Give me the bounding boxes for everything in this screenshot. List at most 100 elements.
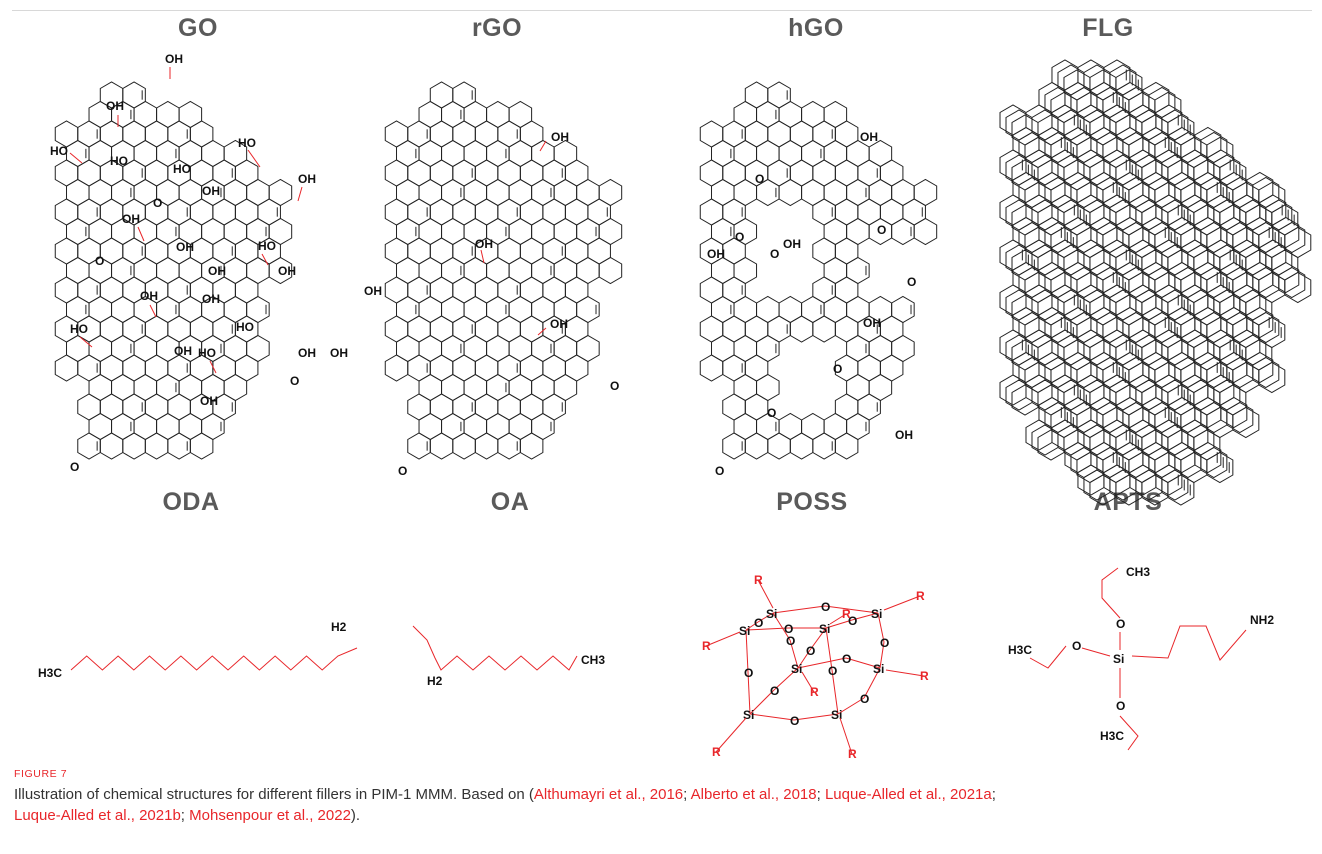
graphene-ring (1141, 339, 1169, 371)
graphene-ring (1180, 406, 1208, 439)
graphene-ring (246, 178, 270, 207)
graphene-ring (268, 256, 293, 285)
graphene-ring (1233, 194, 1261, 226)
graphene-ring (418, 256, 443, 285)
graphene-ring (1155, 419, 1183, 451)
graphene-ring (868, 373, 893, 402)
graphene-ring (497, 393, 521, 421)
graphene-ring (1206, 406, 1234, 439)
graphene-ring (1096, 221, 1124, 254)
citation-link[interactable]: Luque-Alled et al., 2021a (824, 786, 992, 803)
siloxane-bond (793, 713, 839, 721)
graphene-ring (1220, 396, 1248, 429)
graphene-ring (212, 198, 236, 226)
graphene-ring (418, 217, 443, 246)
graphene-ring (1129, 194, 1157, 226)
oxygen-label: O (848, 614, 857, 628)
citation-link[interactable]: Luque-Alled et al., 2021b (14, 807, 181, 824)
graphene-ring (1174, 176, 1202, 209)
graphene-ring (1278, 221, 1306, 254)
siloxane-bond (824, 605, 879, 614)
graphene-ring (733, 139, 758, 168)
graphene-ring (418, 139, 443, 168)
graphene-ring (66, 178, 90, 207)
graphene-ring (474, 393, 499, 421)
graphene-ring (733, 178, 758, 207)
graphene-ring (508, 373, 533, 402)
graphene-ring (1089, 114, 1117, 146)
graphene-ring (1193, 294, 1221, 326)
graphene-ring (1037, 294, 1065, 326)
graphene-ring (823, 139, 848, 168)
oxygen-label: O (790, 714, 799, 728)
graphene-ring (823, 217, 848, 246)
functional-bond (261, 253, 269, 266)
graphene-ring (1252, 356, 1280, 389)
graphene-ring (1089, 384, 1117, 416)
hydroxyl-label: OH (200, 394, 218, 408)
graphene-ring (1031, 289, 1059, 321)
graphene-ring (1070, 176, 1098, 209)
graphene-ring (1135, 289, 1163, 321)
graphene-ring (88, 373, 113, 402)
graphene-ring (418, 295, 443, 324)
graphene-ring (201, 139, 225, 168)
graphene-ring (1180, 361, 1208, 394)
graphene-ring (1220, 306, 1248, 339)
graphene-ring (1018, 221, 1046, 254)
graphene-ring (1070, 86, 1098, 119)
graphene-ring (474, 159, 499, 187)
graphene-ring (1051, 239, 1079, 271)
graphene-ring (1011, 114, 1039, 146)
graphene-ring (519, 120, 544, 148)
graphene-ring (1115, 294, 1143, 326)
graphene-ring (789, 432, 814, 460)
graphene-ring (1168, 171, 1196, 204)
graphene-ring (1233, 284, 1261, 316)
graphene-ring (474, 432, 499, 460)
citation-link[interactable]: Althumayri et al., 2016 (533, 786, 684, 803)
graphene-ring (77, 159, 101, 187)
methyl-label: CH3 (1126, 565, 1150, 579)
graphene-ring (1258, 361, 1286, 394)
graphene-ring (1207, 374, 1235, 406)
graphene-ring (722, 393, 746, 421)
graphene-ring (722, 159, 746, 187)
graphene-ring (144, 237, 169, 265)
ethoxy-chain (1081, 647, 1111, 657)
oxygen-label: O (770, 684, 779, 698)
graphene-ring (778, 295, 803, 324)
graphene-ring (801, 100, 825, 129)
graphene-ring (1194, 126, 1222, 159)
graphene-ring (1142, 81, 1170, 114)
graphene-ring (999, 374, 1027, 406)
graphene-ring (1064, 306, 1092, 339)
graphene-ring (1083, 64, 1111, 96)
graphene-ring (441, 295, 465, 324)
graphene-ring (519, 315, 544, 343)
graphene-ring (1265, 244, 1293, 276)
graphene-ring (384, 276, 409, 304)
hydroxyl-label: OH (298, 346, 316, 360)
graphene-ring (1109, 109, 1137, 141)
citation-link[interactable]: Alberto et al., 2018 (690, 786, 817, 803)
hydroxyl-label: OH (860, 130, 878, 144)
graphene-ring (189, 432, 214, 460)
graphene-ring (1128, 271, 1156, 304)
graphene-ring (54, 276, 79, 304)
graphene-ring (1037, 249, 1065, 281)
graphene-ring (1187, 424, 1215, 456)
functional-bond (149, 304, 157, 318)
graphene-ring (879, 159, 904, 187)
graphene-ring (1135, 379, 1163, 411)
graphene-ring (1122, 356, 1150, 389)
graphene-ring (1180, 271, 1208, 304)
graphene-ring (1174, 266, 1202, 299)
citation-link[interactable]: Mohsenpour et al., 2022 (189, 807, 351, 824)
ethoxy-chain (1029, 645, 1067, 669)
graphene-ring (1187, 289, 1215, 321)
graphene-ring (1051, 59, 1079, 91)
graphene-ring (1128, 316, 1156, 349)
graphene-ring (1116, 126, 1144, 159)
